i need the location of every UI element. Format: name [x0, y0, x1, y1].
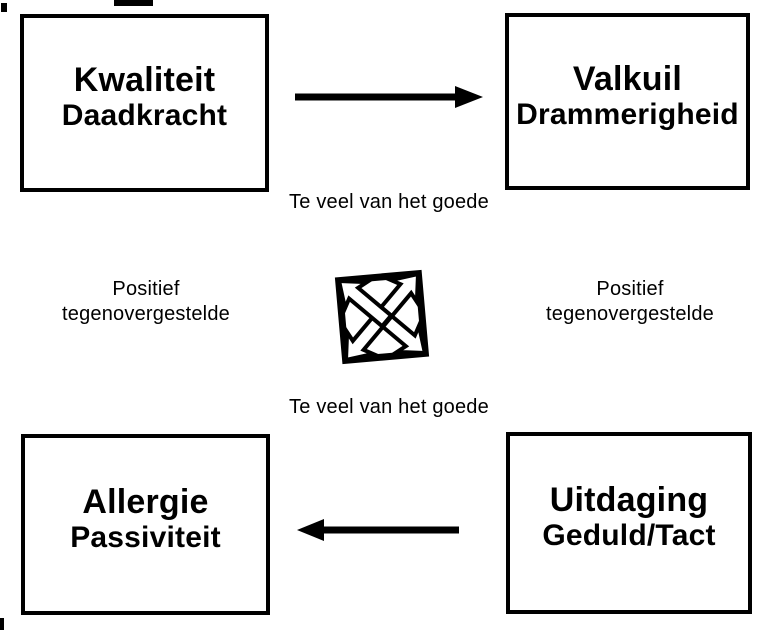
left-opposite-line2: tegenovergestelde: [62, 303, 230, 325]
arrow-left-icon: [297, 519, 459, 541]
scan-artifact: [114, 0, 153, 6]
quadrant-box-allergie: Allergie Passiviteit: [21, 434, 270, 615]
quadrant-subtitle: Passiviteit: [70, 520, 221, 554]
quadrant-subtitle: Daadkracht: [61, 99, 228, 133]
quadrant-title: Allergie: [82, 482, 209, 521]
quadrant-title: Uitdaging: [549, 481, 709, 520]
quadrant-title: Valkuil: [572, 59, 683, 98]
left-opposite-label: Positief tegenovergestelde: [45, 277, 247, 327]
quadrant-box-valkuil: Valkuil Drammerigheid: [505, 13, 750, 190]
arrow-right-icon: [295, 86, 483, 108]
scan-artifact: [0, 618, 4, 630]
scan-artifact: [1, 3, 7, 12]
quadrant-box-uitdaging: Uitdaging Geduld/Tact: [506, 432, 752, 614]
left-opposite-line1: Positief: [112, 278, 180, 300]
right-opposite-line1: Positief: [596, 278, 664, 300]
quadrant-title: Kwaliteit: [73, 61, 216, 100]
right-opposite-line2: tegenovergestelde: [546, 303, 714, 325]
quadrant-box-kwaliteit: Kwaliteit Daadkracht: [20, 14, 269, 192]
bottom-arrow-label: Te veel van het goede: [289, 396, 489, 418]
quadrant-subtitle: Drammerigheid: [516, 97, 739, 131]
top-arrow-label: Te veel van het goede: [289, 191, 489, 213]
right-opposite-label: Positief tegenovergestelde: [529, 277, 731, 327]
quadrant-subtitle: Geduld/Tact: [542, 519, 716, 553]
four-diagonal-arrows-icon: [334, 269, 430, 365]
